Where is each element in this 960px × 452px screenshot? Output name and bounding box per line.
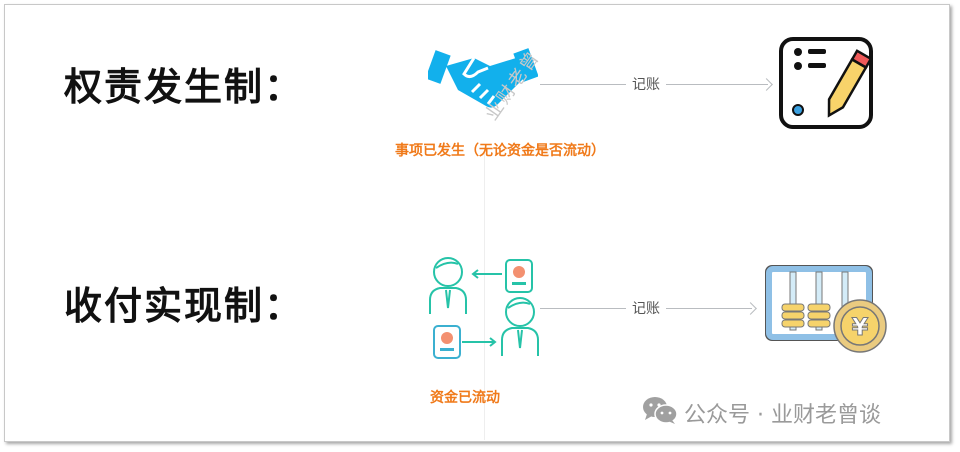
cash-basis-title: 收付实现制： [64, 284, 305, 328]
cash-caption: 资金已流动 [430, 390, 500, 406]
accrual-basis-title: 权责发生制： [64, 65, 305, 109]
handshake-icon [425, 44, 539, 120]
footer-text: 公众号 · 业财老曾谈 [684, 403, 881, 428]
record-label-cash: 记账 [626, 298, 666, 318]
svg-text:¥: ¥ [852, 313, 869, 341]
wechat-icon [642, 395, 678, 431]
divider-line [484, 150, 485, 440]
abacus-yuan-icon: ¥ [762, 262, 894, 362]
money-exchange-people-icon [428, 254, 540, 368]
accrual-caption: 事项已发生（无论资金是否流动） [395, 143, 605, 159]
footer-credit: 公众号 · 业财老曾谈 [642, 395, 881, 431]
ledger-pencil-icon [778, 36, 874, 134]
record-label-accrual: 记账 [626, 74, 666, 94]
